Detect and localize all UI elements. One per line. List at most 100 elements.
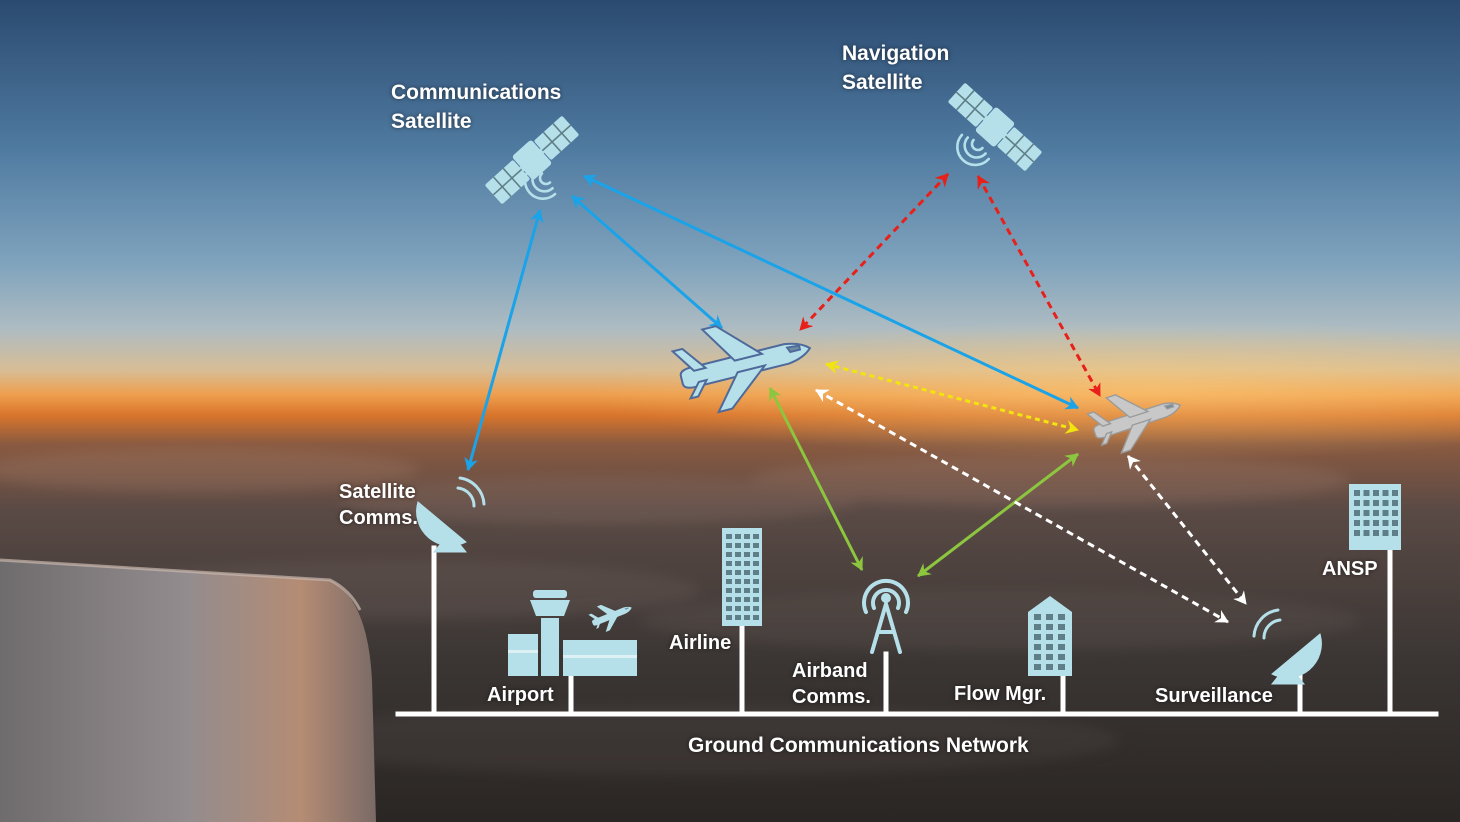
- window: [744, 615, 750, 620]
- communications-satellite-label: Communications Satellite: [391, 81, 562, 133]
- window: [744, 570, 750, 575]
- window: [1363, 520, 1370, 526]
- radar-dish-icon: [1252, 608, 1323, 686]
- radio-tower-icon: [862, 578, 910, 654]
- window: [1058, 614, 1065, 620]
- window: [744, 606, 750, 611]
- window: [753, 570, 759, 575]
- window: [1046, 644, 1053, 650]
- window: [1034, 634, 1041, 640]
- window: [1382, 490, 1389, 496]
- window: [1058, 664, 1065, 670]
- ground-network-label: Ground Communications Network: [688, 734, 1029, 757]
- navigation-satellite-icon: [944, 79, 1046, 175]
- link-surveillance-aircraft-2: [1126, 455, 1248, 605]
- window: [1392, 500, 1398, 506]
- navigation-satellite-label: Navigation Satellite: [842, 42, 950, 94]
- window: [726, 543, 732, 548]
- window: [744, 552, 750, 557]
- airline-label: Airline: [669, 632, 732, 654]
- window: [1363, 500, 1370, 506]
- window: [1382, 520, 1389, 526]
- window: [1046, 634, 1053, 640]
- window: [1392, 530, 1398, 536]
- office-building-icon: [722, 528, 762, 626]
- window: [1046, 654, 1053, 660]
- airband-comms-label: Airband Comms.: [792, 660, 871, 708]
- window: [1382, 510, 1389, 516]
- window: [735, 615, 741, 620]
- window: [726, 552, 732, 557]
- link-surveillance-aircraft-1: [815, 388, 1229, 624]
- signal-waves-icon: [523, 165, 557, 200]
- control-tower-icon: [508, 590, 637, 676]
- communication-links: [464, 172, 1248, 624]
- window: [753, 606, 759, 611]
- window: [1058, 624, 1065, 630]
- window: [744, 579, 750, 584]
- ground-communications-network: [395, 545, 1439, 717]
- window: [735, 597, 741, 602]
- window: [753, 552, 759, 557]
- window: [753, 543, 759, 548]
- window: [726, 561, 732, 566]
- window: [1373, 520, 1379, 526]
- window: [744, 597, 750, 602]
- surveillance-label: Surveillance: [1155, 685, 1273, 707]
- window: [753, 588, 759, 593]
- window: [1354, 530, 1360, 536]
- satellite-dish-icon: [415, 476, 486, 554]
- window: [1363, 490, 1370, 496]
- window: [1034, 614, 1041, 620]
- aircraft-icon: [668, 304, 821, 421]
- icon-layer: [415, 79, 1401, 686]
- window: [1354, 510, 1360, 516]
- window: [1382, 500, 1389, 506]
- window: [1034, 654, 1041, 660]
- link-aircraft-to-aircraft: [825, 360, 1079, 434]
- link-nav-aircraft-1: [798, 172, 950, 332]
- window: [1363, 530, 1370, 536]
- window: [753, 615, 759, 620]
- window: [1392, 510, 1398, 516]
- ansp-label: ANSP: [1322, 558, 1378, 580]
- window: [1034, 664, 1041, 670]
- window: [1058, 644, 1065, 650]
- window: [1058, 634, 1065, 640]
- link-airband-aircraft-1: [768, 387, 864, 571]
- office-building-icon: [1028, 596, 1072, 676]
- window: [726, 579, 732, 584]
- window: [726, 597, 732, 602]
- window: [726, 534, 732, 539]
- window: [1354, 490, 1360, 496]
- window: [744, 534, 750, 539]
- window: [1392, 520, 1398, 526]
- window: [753, 597, 759, 602]
- window: [726, 570, 732, 575]
- window: [744, 543, 750, 548]
- window: [1373, 490, 1379, 496]
- window: [1034, 644, 1041, 650]
- window: [1046, 624, 1053, 630]
- window: [726, 615, 732, 620]
- window: [1373, 510, 1379, 516]
- engine-nacelle: [0, 560, 376, 822]
- window: [1373, 500, 1379, 506]
- window: [735, 588, 741, 593]
- signal-waves-icon: [956, 133, 991, 167]
- window: [753, 561, 759, 566]
- window: [726, 606, 732, 611]
- window: [735, 570, 741, 575]
- window: [1046, 614, 1053, 620]
- office-building-icon: [1349, 484, 1401, 550]
- window: [753, 534, 759, 539]
- window: [1392, 490, 1398, 496]
- window: [735, 579, 741, 584]
- window: [735, 606, 741, 611]
- window: [1354, 500, 1360, 506]
- window: [735, 534, 741, 539]
- window: [735, 543, 741, 548]
- airplane-small-icon: [586, 594, 637, 636]
- aircraft-icon: [1083, 376, 1190, 460]
- window: [1354, 520, 1360, 526]
